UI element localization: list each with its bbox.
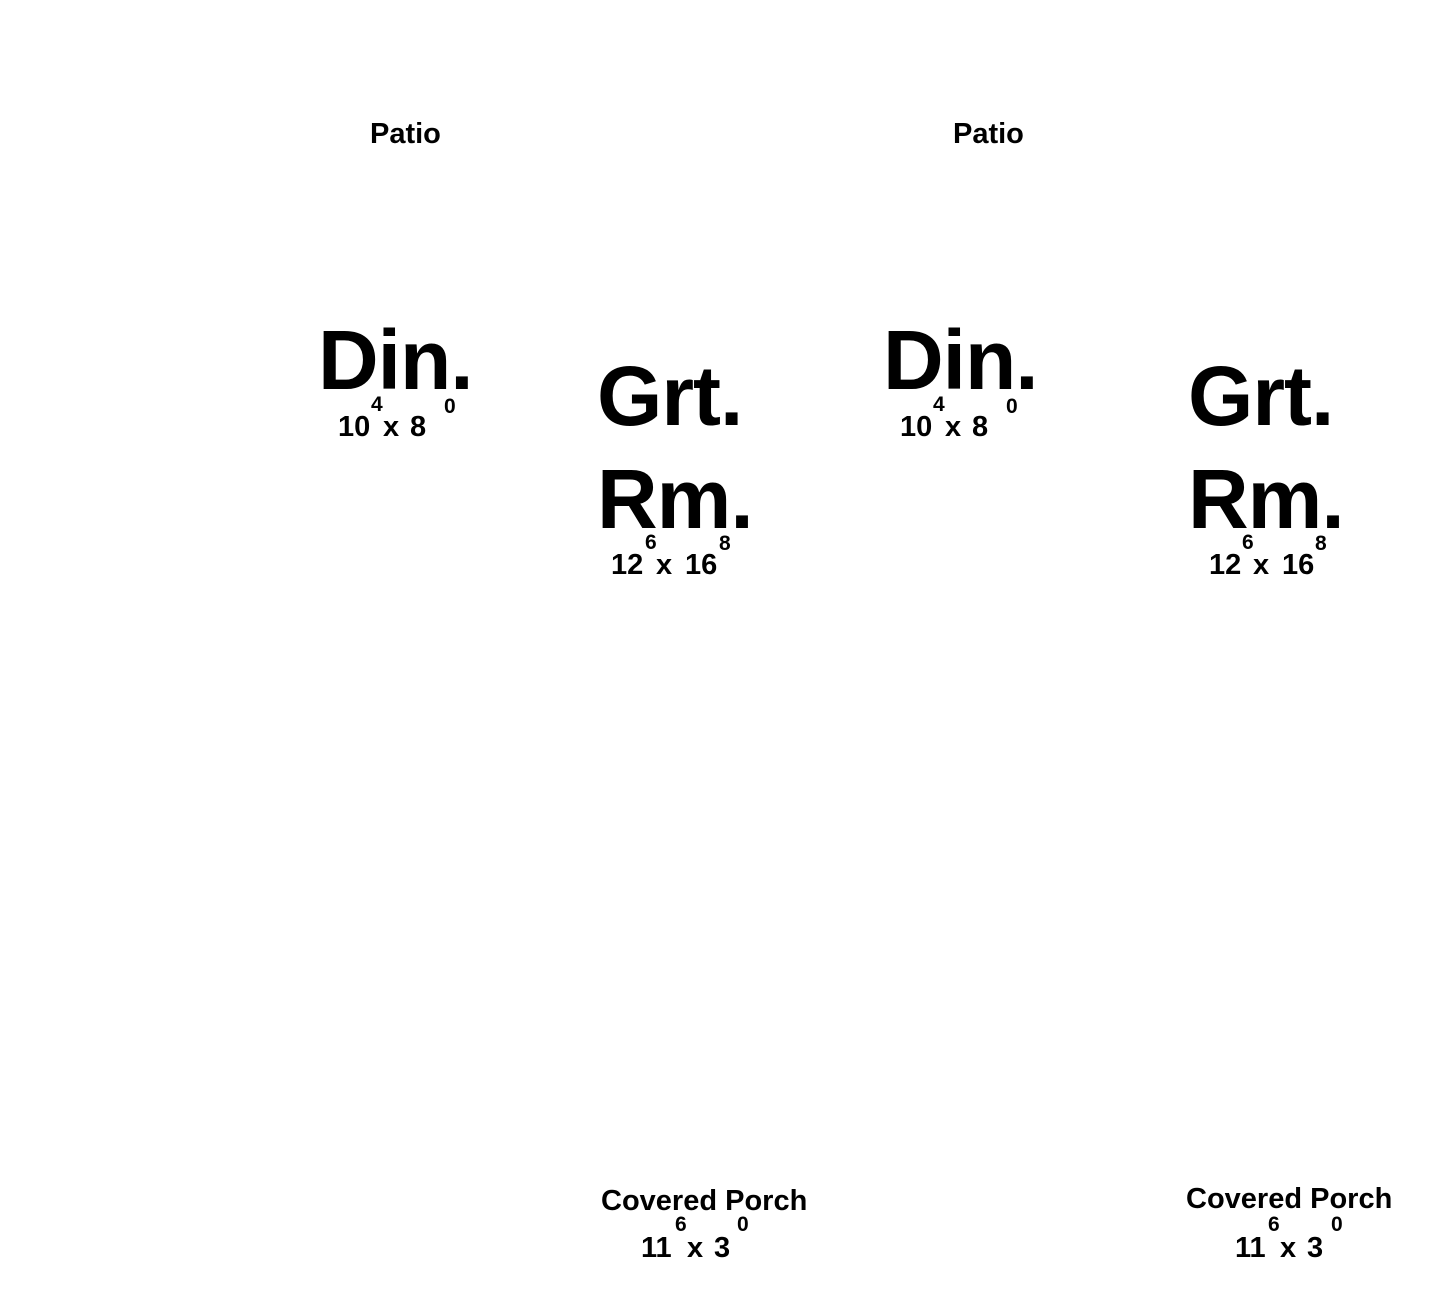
great-room-dim-b-inches: 8 [1315, 532, 1327, 555]
dining-dim-a-inches: 4 [371, 393, 383, 416]
dining-dim-b-inches: 0 [1006, 395, 1018, 418]
dining-dim-b: 8 [410, 411, 427, 443]
great-room-dim-a: 12 [1209, 549, 1242, 581]
covered-porch-dim-a-inches: 6 [675, 1213, 687, 1236]
floor-plan-right: Patio Din. 10 4 x 8 0 Grt. Rm. 12 6 x 16… [726, 0, 1453, 1310]
great-room-dim-sep: x [656, 549, 673, 581]
dining-room-name: Din. [318, 313, 474, 407]
dining-dim-a-inches: 4 [933, 393, 945, 416]
great-room-name-line2: Rm. [1188, 452, 1345, 546]
great-room-dim-sep: x [1253, 549, 1270, 581]
covered-porch-dim-b: 3 [1307, 1232, 1324, 1264]
great-room-dim-b: 16 [1282, 549, 1315, 581]
covered-porch-dim-b-inches: 0 [737, 1213, 749, 1236]
covered-porch-dim-sep: x [687, 1232, 704, 1264]
great-room-dim-a-inches: 6 [645, 531, 657, 554]
covered-porch-label: Covered Porch [1186, 1183, 1393, 1215]
covered-porch-dim-sep: x [1280, 1232, 1297, 1264]
great-room-dim-b: 16 [685, 549, 718, 581]
dining-dim-b: 8 [972, 411, 989, 443]
dining-room-name: Din. [883, 313, 1039, 407]
floor-plan-left: Patio Din. 10 4 x 8 0 Grt. Rm. 12 6 x 16… [318, 118, 807, 1264]
dining-dim-b-inches: 0 [444, 395, 456, 418]
covered-porch-label: Covered Porch [601, 1185, 808, 1217]
great-room-dim-a-inches: 6 [1242, 531, 1254, 554]
patio-label: Patio [370, 118, 441, 150]
covered-porch-dim-a: 11 [641, 1232, 672, 1264]
dining-dim-a: 10 [338, 411, 371, 443]
covered-porch-dim-b: 3 [714, 1232, 731, 1264]
great-room-dim-a: 12 [611, 549, 644, 581]
covered-porch-dim-b-inches: 0 [1331, 1213, 1343, 1236]
covered-porch-dim-a-inches: 6 [1268, 1213, 1280, 1236]
great-room-name-line1: Grt. [1188, 349, 1334, 443]
dining-dim-sep: x [383, 411, 400, 443]
great-room-name-line2: Rm. [597, 452, 754, 546]
dining-dim-a: 10 [900, 411, 933, 443]
great-room-dim-b-inches: 8 [719, 532, 731, 555]
great-room-name-line1: Grt. [597, 349, 743, 443]
dining-dim-sep: x [945, 411, 962, 443]
covered-porch-dim-a: 11 [1235, 1232, 1266, 1264]
patio-label: Patio [953, 118, 1024, 150]
